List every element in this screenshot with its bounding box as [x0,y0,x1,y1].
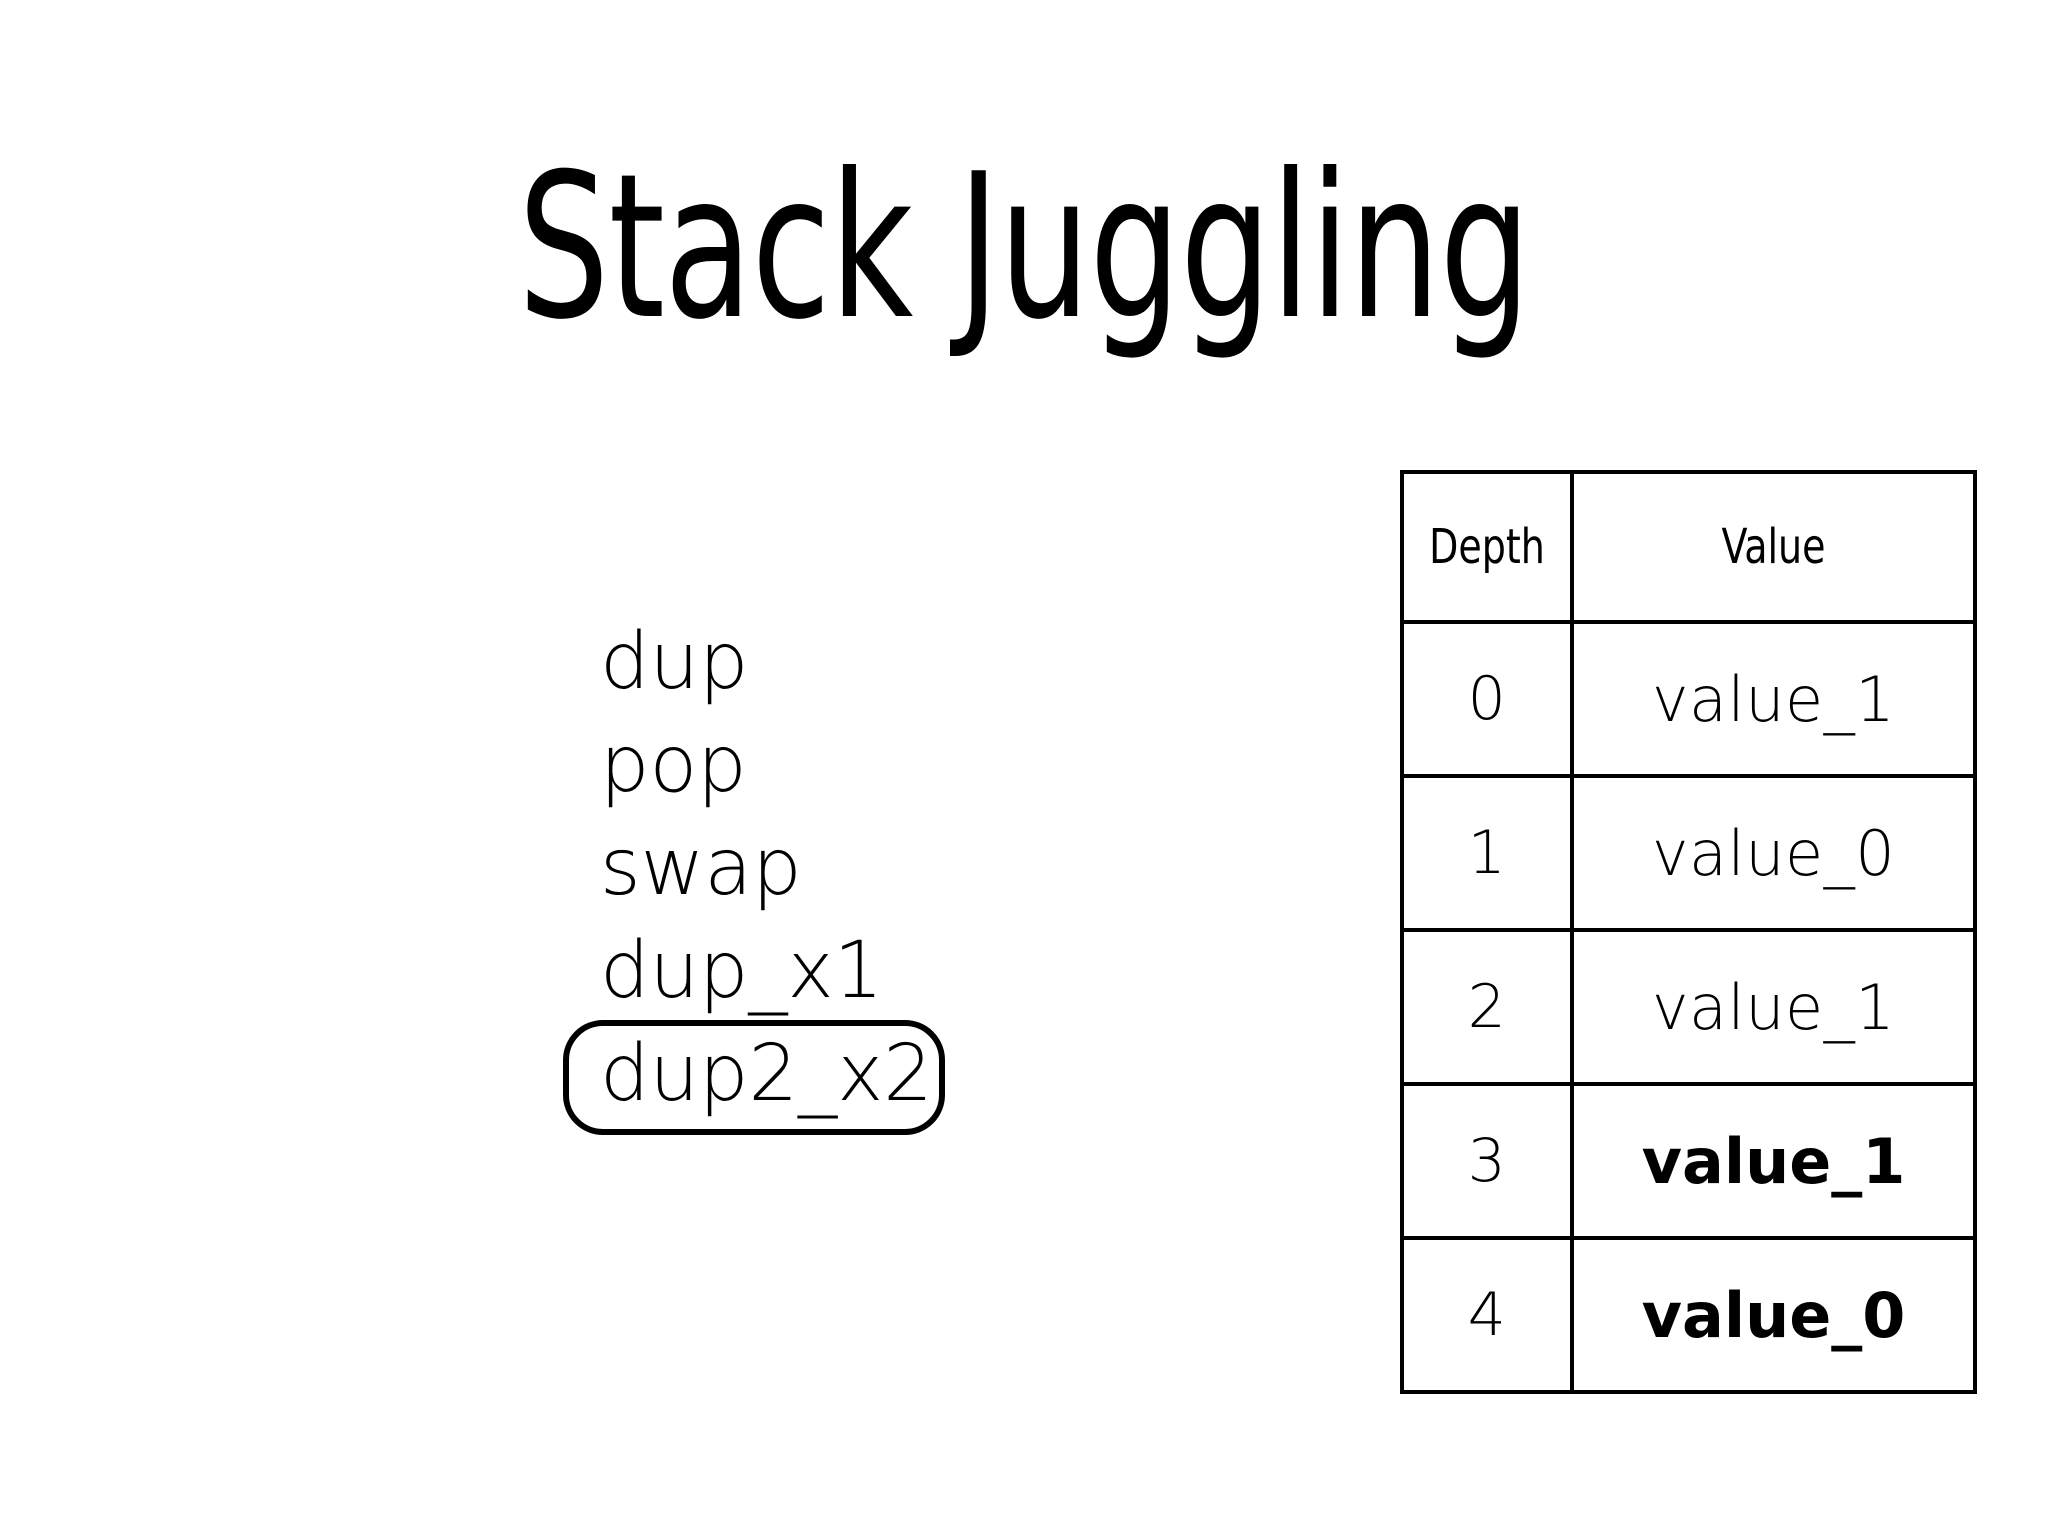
column-header-depth: Depth [1410,470,1564,624]
cell-value: value_0 [1570,1236,1977,1394]
cell-depth: 2 [1400,928,1574,1086]
cell-value: value_1 [1570,928,1977,1086]
opcode-label: swap [600,822,802,913]
cell-depth: 4 [1400,1236,1574,1394]
page-title: Stack Juggling [517,131,1531,364]
opcode-item-pop[interactable]: pop [600,713,1120,816]
opcode-item-dup[interactable]: dup [600,610,1120,713]
cell-value: value_0 [1570,774,1977,932]
opcode-label: dup [600,616,749,707]
opcode-label: pop [600,719,747,810]
opcode-item-dup_x1[interactable]: dup_x1 [600,919,1120,1022]
cell-depth: 0 [1400,620,1574,778]
opcode-label: dup_x1 [600,925,884,1016]
column-header-value: Value [1594,470,1953,624]
cell-depth: 3 [1400,1082,1574,1240]
cell-value: value_1 [1570,620,1977,778]
opcode-item-dup2_x2[interactable]: dup2_x2 [563,1020,1120,1135]
table-header: Depth Value [1402,470,1975,624]
table-header-row: Depth Value [1402,470,1975,624]
opcode-list: dup pop swap dup_x1 dup2_x2 [563,610,1120,1135]
opcode-item-swap[interactable]: swap [600,816,1120,919]
cell-depth: 1 [1400,774,1574,932]
opcode-label: dup2_x2 [600,1028,933,1119]
cell-value: value_1 [1570,1082,1977,1240]
